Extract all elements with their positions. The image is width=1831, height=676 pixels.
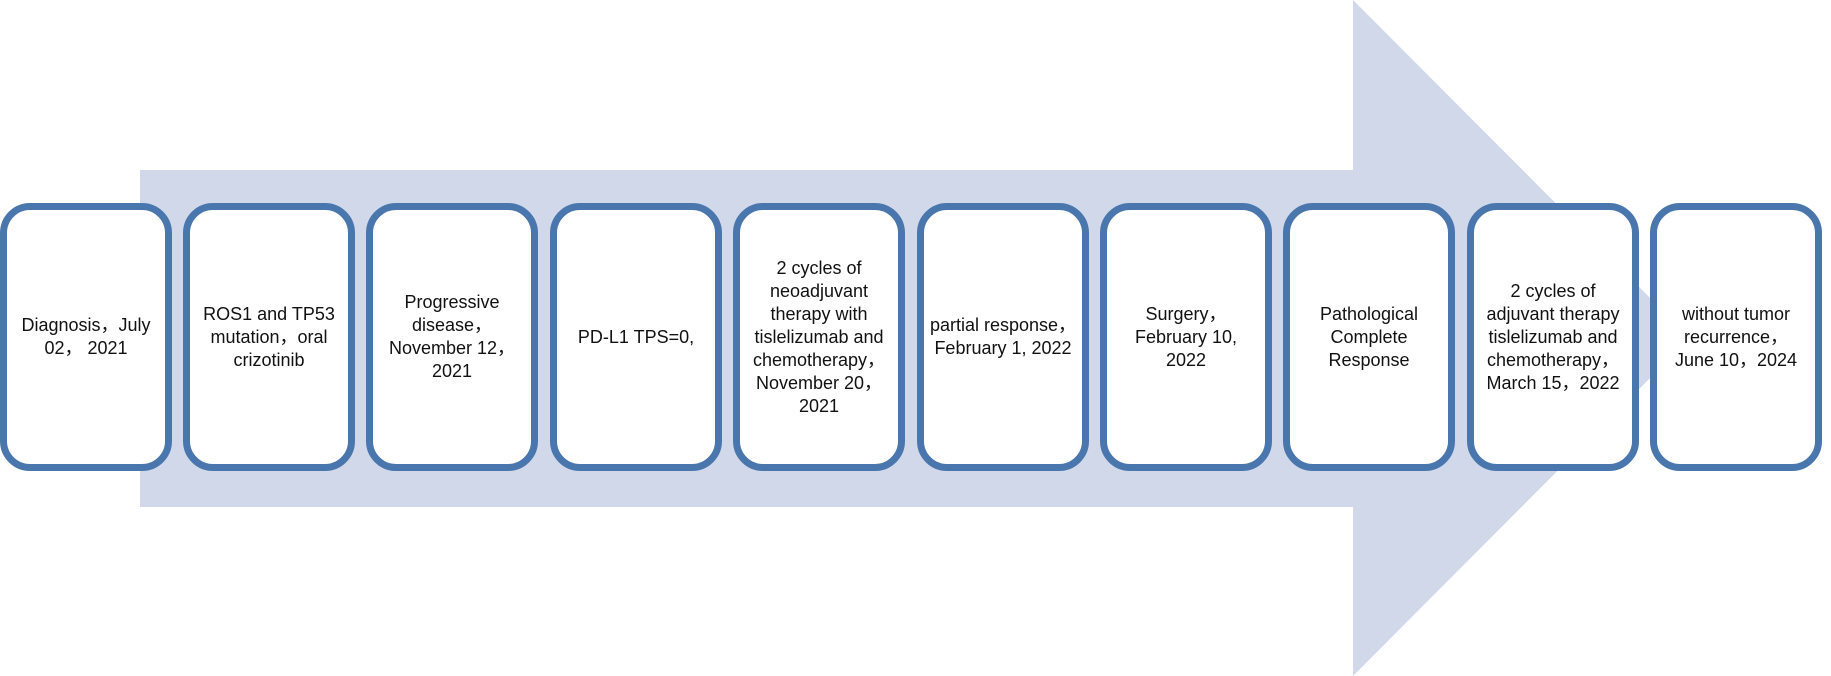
step-1: Diagnosis，July 02， 2021	[0, 203, 172, 471]
step-5-text: 2 cycles of neoadjuvant therapy with tis…	[749, 257, 889, 418]
step-10: without tumor recurrence， June 10，2024	[1650, 203, 1822, 471]
step-line: therapy with	[770, 303, 868, 324]
step-line: November 12，	[388, 338, 516, 358]
step-line: March 15，2022	[1486, 372, 1620, 393]
step-line: PD-L1 TPS=0,	[577, 326, 695, 347]
step-line: crizotinib	[233, 349, 305, 370]
step-line: November 20，	[755, 372, 883, 393]
step-line: disease，	[411, 315, 493, 335]
step-line: 2022	[1165, 349, 1207, 370]
step-8-text: Pathological Complete Response	[1316, 303, 1422, 372]
step-line: February 1, 2022	[934, 338, 1072, 358]
step-5: 2 cycles of neoadjuvant therapy with tis…	[733, 203, 905, 471]
step-9: 2 cycles of adjuvant therapy tislelizuma…	[1467, 203, 1639, 471]
step-line: 02， 2021	[44, 338, 128, 358]
step-10-text: without tumor recurrence， June 10，2024	[1671, 303, 1801, 372]
step-9-text: 2 cycles of adjuvant therapy tislelizuma…	[1482, 280, 1623, 395]
step-8: Pathological Complete Response	[1283, 203, 1455, 471]
step-line: tislelizumab and	[1488, 326, 1618, 347]
step-line: recurrence，	[1683, 326, 1789, 347]
step-1-text: Diagnosis，July 02， 2021	[17, 314, 154, 360]
step-2-text: ROS1 and TP53 mutation，oral crizotinib	[199, 303, 339, 372]
step-6: partial response， February 1, 2022	[917, 203, 1089, 471]
step-3: Progressive disease， November 12， 2021	[366, 203, 538, 471]
step-line: chemotherapy，	[1486, 349, 1620, 370]
step-7-text: Surgery， February 10, 2022	[1131, 303, 1241, 372]
step-line: Progressive	[404, 292, 500, 312]
step-line: chemotherapy，	[752, 349, 886, 370]
step-line: neoadjuvant	[769, 280, 869, 301]
step-7: Surgery， February 10, 2022	[1100, 203, 1272, 471]
step-4: PD-L1 TPS=0,	[550, 203, 722, 471]
step-line: 2021	[798, 395, 840, 416]
step-line: Diagnosis，July	[21, 315, 151, 335]
step-line: February 10,	[1134, 326, 1238, 347]
step-6-text: partial response， February 1, 2022	[926, 314, 1080, 360]
step-line: ROS1 and TP53	[203, 303, 335, 324]
arrow-shape	[140, 0, 1690, 676]
step-line: without tumor	[1681, 303, 1791, 324]
step-line: Surgery，	[1145, 303, 1227, 324]
step-line: June 10，2024	[1674, 349, 1798, 370]
step-line: adjuvant therapy	[1486, 303, 1620, 324]
step-line: Pathological	[1319, 303, 1419, 324]
step-4-text: PD-L1 TPS=0,	[574, 326, 698, 349]
step-line: mutation，oral	[210, 326, 328, 347]
step-line: 2 cycles of	[776, 257, 862, 278]
step-line: Response	[1328, 349, 1410, 370]
step-line: 2021	[431, 361, 473, 381]
step-line: 2 cycles of	[1510, 280, 1596, 301]
step-line: tislelizumab and	[754, 326, 884, 347]
step-2: ROS1 and TP53 mutation，oral crizotinib	[183, 203, 355, 471]
step-line: partial response，	[929, 315, 1077, 335]
step-3-text: Progressive disease， November 12， 2021	[385, 291, 519, 383]
step-line: Complete	[1330, 326, 1408, 347]
